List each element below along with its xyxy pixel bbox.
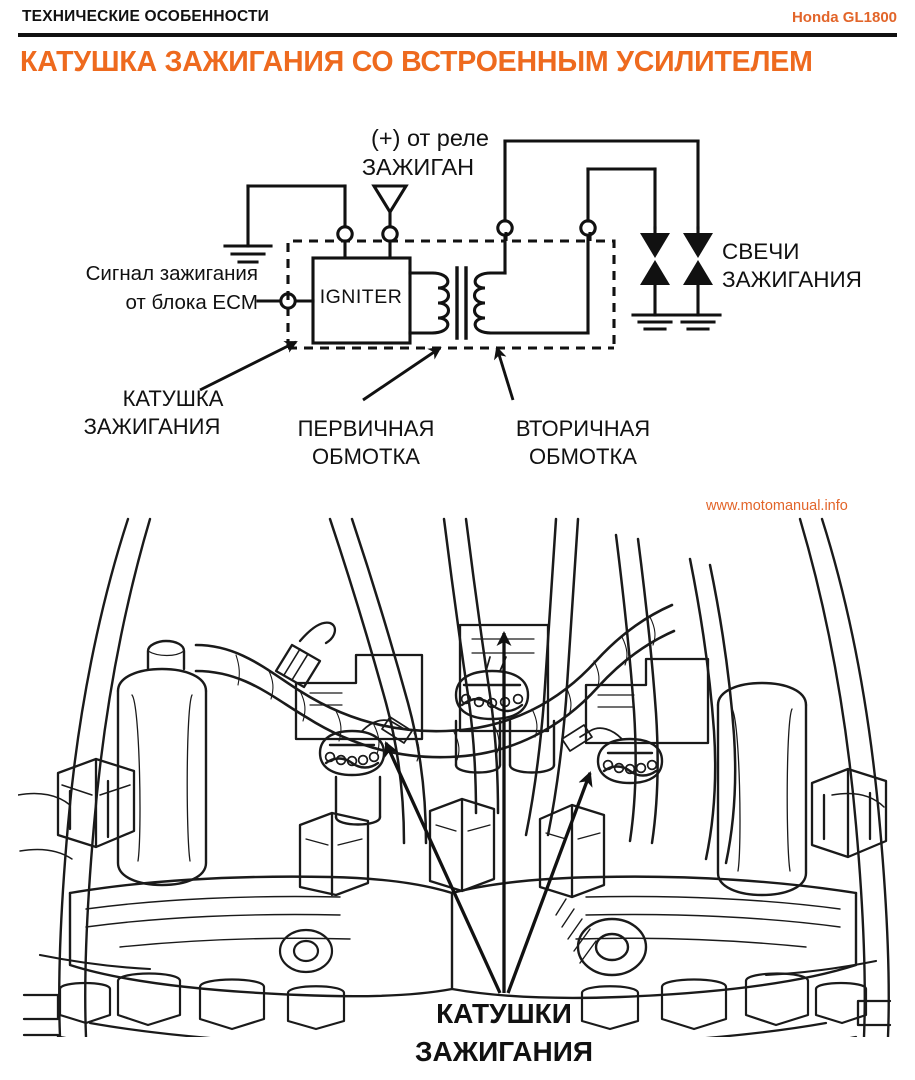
ignition-coil-schematic: (+) от реле ЗАЖИГАН Сигнал зажигания от … xyxy=(0,100,915,490)
secondary-label-line1: ВТОРИЧНАЯ xyxy=(516,416,650,441)
leader-lines xyxy=(199,340,515,402)
spark-plug-symbols xyxy=(640,233,713,285)
page-title: КАТУШКА ЗАЖИГАНИЯ СО ВСТРОЕННЫМ УСИЛИТЕЛ… xyxy=(20,46,813,78)
coil-leader-arrows xyxy=(384,631,593,994)
igniter-box-label: IGNITER xyxy=(320,286,403,308)
engine-illustration: КАТУШКИ ЗАЖИГАНИЯ xyxy=(0,495,915,1080)
photo-caption-line1: КАТУШКИ xyxy=(436,998,572,1029)
header-section-title: ТЕХНИЧЕСКИЕ ОСОБЕННОСТИ xyxy=(22,8,270,25)
header-model-name: Honda GL1800 xyxy=(791,9,897,26)
coil-label-line1: КАТУШКА xyxy=(123,386,224,411)
page-header: ТЕХНИЧЕСКИЕ ОСОБЕННОСТИ Honda GL1800 xyxy=(0,8,915,34)
primary-label-line1: ПЕРВИЧНАЯ xyxy=(298,416,435,441)
plugs-label-line2: ЗАЖИГАНИЯ xyxy=(722,267,862,292)
header-divider xyxy=(18,33,897,37)
ecm-label-line1: Сигнал зажигания xyxy=(86,262,258,285)
photo-caption-line2: ЗАЖИГАНИЯ xyxy=(415,1036,593,1067)
supply-label-line1: (+) от реле xyxy=(371,125,489,151)
ecm-label-line2: от блока ECM xyxy=(125,291,258,314)
primary-label-line2: ОБМОТКА xyxy=(312,444,420,469)
watermark-url: www.motomanual.info xyxy=(706,498,848,514)
plugs-label-line1: СВЕЧИ xyxy=(722,239,799,264)
coil-label-line2: ЗАЖИГАНИЯ xyxy=(84,414,221,439)
secondary-label-line2: ОБМОТКА xyxy=(529,444,637,469)
supply-label-line2: ЗАЖИГАН xyxy=(362,154,474,180)
coil-assembly-boundary xyxy=(286,228,616,350)
